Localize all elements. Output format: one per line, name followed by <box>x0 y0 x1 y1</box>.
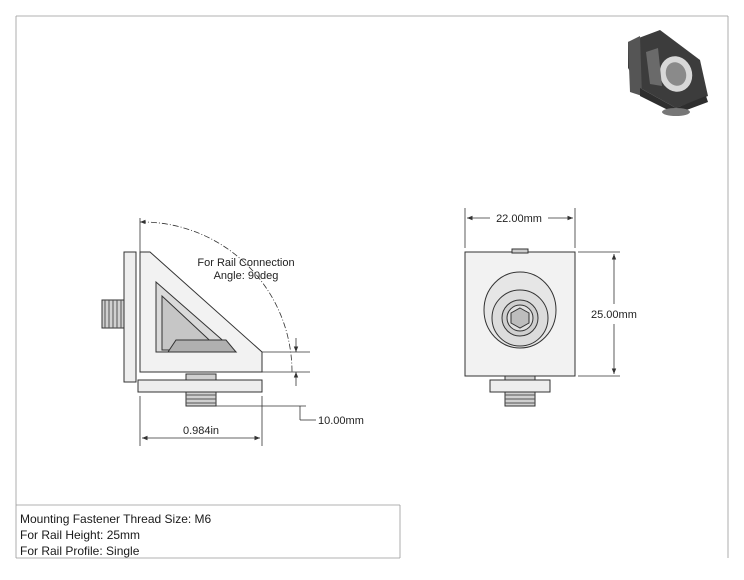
width-mm-dimension-label: 22.00mm <box>496 213 542 225</box>
side-view-dimensions <box>139 218 316 446</box>
front-view <box>464 248 576 407</box>
angle-label: Angle: 90deg <box>214 270 279 282</box>
thread-size-note: Mounting Fastener Thread Size: M6 <box>20 512 212 526</box>
title-frame <box>15 15 729 559</box>
width-inch-dimension-label: 0.984in <box>183 425 219 437</box>
rail-profile-note: For Rail Profile: Single <box>20 544 140 558</box>
front-view-dimensions <box>464 208 620 377</box>
isometric-view <box>628 30 708 116</box>
height-mm-dimension-label: 25.00mm <box>591 309 637 321</box>
connection-label: For Rail Connection <box>197 257 294 269</box>
rail-height-note: For Rail Height: 25mm <box>20 528 141 542</box>
side-view <box>101 251 263 407</box>
offset-dimension-label: 10.00mm <box>318 415 364 427</box>
